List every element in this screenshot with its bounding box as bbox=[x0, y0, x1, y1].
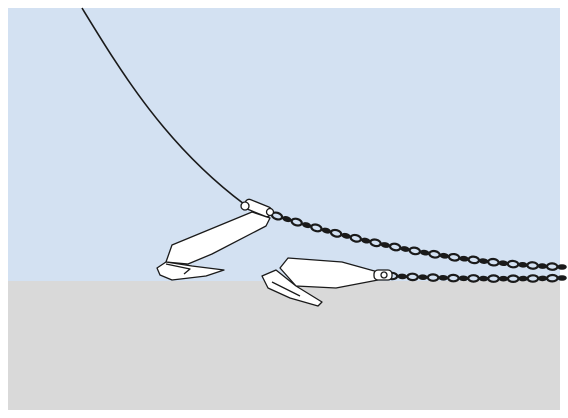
chain-1-link bbox=[310, 223, 323, 233]
seabed-region bbox=[8, 281, 560, 410]
chain-1-link bbox=[537, 263, 548, 269]
chain-1 bbox=[270, 211, 567, 271]
chain-2-link bbox=[557, 275, 567, 281]
chain-2-link bbox=[438, 274, 448, 281]
chain-2-link bbox=[537, 275, 548, 282]
chain-2-link bbox=[467, 274, 480, 283]
chain-1-link bbox=[459, 255, 469, 262]
chain-2 bbox=[385, 271, 567, 284]
chain-1-link bbox=[349, 233, 363, 243]
anchor-rode-line bbox=[81, 7, 245, 205]
chain-1-link bbox=[388, 242, 402, 252]
chain-1-link bbox=[408, 246, 422, 256]
chain-1-link bbox=[369, 238, 382, 248]
chain-1-link bbox=[478, 258, 489, 264]
chain-1-link bbox=[518, 261, 528, 268]
chain-2-link bbox=[478, 275, 489, 282]
anchor-2 bbox=[261, 257, 393, 307]
chain-2-link bbox=[418, 274, 428, 281]
anchor-1 bbox=[156, 198, 275, 281]
chain-2-link bbox=[406, 272, 419, 282]
chain-1-link bbox=[557, 264, 567, 270]
chain-2-link bbox=[518, 275, 528, 282]
chain-1-link bbox=[498, 260, 508, 267]
chain-2-link bbox=[458, 275, 469, 282]
chain-1-link bbox=[329, 228, 343, 238]
chain-2-link bbox=[498, 275, 509, 282]
chain-1-link bbox=[290, 217, 303, 227]
chain-2-link bbox=[447, 273, 460, 283]
chain-2-link bbox=[426, 273, 440, 282]
chain-2-link bbox=[397, 273, 408, 280]
chain-1-link bbox=[439, 252, 450, 259]
water-region bbox=[8, 8, 560, 281]
